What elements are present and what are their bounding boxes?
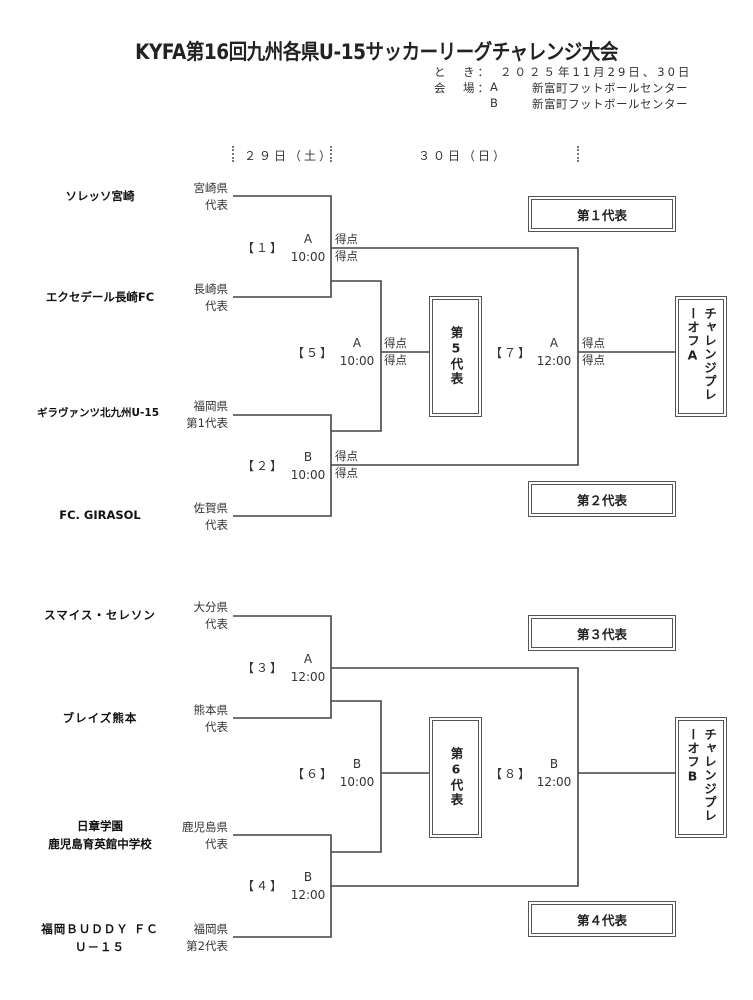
team-name: FC. GIRASOL [59,508,141,522]
team-pref: 鹿児島県代表 [182,820,228,851]
date-value: ２０２５年11月29日、30日 [500,65,693,79]
playoff-a-box: チャレンジプレーオフA [675,296,727,417]
match-number: 【６】 [292,767,335,781]
playoff-a-label: チャレンジプレーオフA [685,306,717,402]
day2-header: ３０日（日） [418,149,509,163]
rep-box-5-label: 第5代表 [448,326,464,387]
match-number: 【３】 [242,661,285,675]
venue-b-code: B [490,96,501,110]
bracket-line-m5 [331,280,382,432]
score-field: 得点得点 [335,449,358,480]
day-divider [330,146,332,162]
bracket-line-m8 [331,667,579,887]
match-number: 【４】 [242,879,285,893]
team-name: ソレッソ宮崎 [65,189,135,203]
rep-box-4: 第４代表 [528,901,676,937]
rep-box-6-label: 第6代表 [448,747,464,808]
team-name: ブレイズ熊本 [62,711,138,725]
venue-a-name: 新富町フットボールセンター [532,81,688,95]
bracket-line-m7 [331,247,579,466]
venue-b-name: 新富町フットボールセンター [532,97,688,111]
day1-header: ２９日（土） [244,149,335,163]
team-name: エクセデール長崎FC [45,290,155,304]
score-field: 得点得点 [582,336,605,367]
rep-box-3: 第３代表 [528,615,676,651]
rep-box-6: 第6代表 [429,717,482,838]
team-pref: 大分県代表 [193,600,229,631]
match-number: 【７】 [490,346,533,360]
rep-box-2: 第２代表 [528,481,676,517]
venue-label: 会 場： [434,81,492,95]
match-number: 【２】 [242,459,285,473]
bracket-line-m6 [331,700,382,853]
match-number: 【５】 [292,346,335,360]
team-name: ギラヴァンツ北九州U-15 [37,407,159,419]
rep-box-5: 第5代表 [429,296,482,417]
day-divider [577,146,579,162]
venue-a-code: A [490,80,501,94]
team-pref: 福岡県第1代表 [186,399,228,430]
team-pref: 福岡県第2代表 [186,922,228,953]
playoff-b-label: チャレンジプレーオフB [685,727,717,823]
team-pref: 佐賀県代表 [193,501,229,532]
score-field: 得点得点 [384,336,407,367]
match-number: 【８】 [490,767,533,781]
page-title: KYFA第16回九州各県U-15サッカーリーグチャレンジ大会 [135,40,618,64]
team-pref: 熊本県代表 [193,703,229,734]
date-label: と き： [434,65,492,79]
match-number: 【１】 [242,241,285,255]
bracket-line-m1 [233,195,332,298]
playoff-b-box: チャレンジプレーオフB [675,717,727,838]
team-name: 日章学園鹿児島育英館中学校 [48,819,152,851]
team-name: スマイス・セレソン [44,608,156,622]
day-divider [232,146,234,162]
team-pref: 長崎県代表 [193,282,229,313]
rep-box-1: 第１代表 [528,196,676,232]
team-pref: 宮崎県代表 [193,181,229,212]
score-field: 得点得点 [335,232,358,263]
bracket-line-m3 [233,615,332,719]
